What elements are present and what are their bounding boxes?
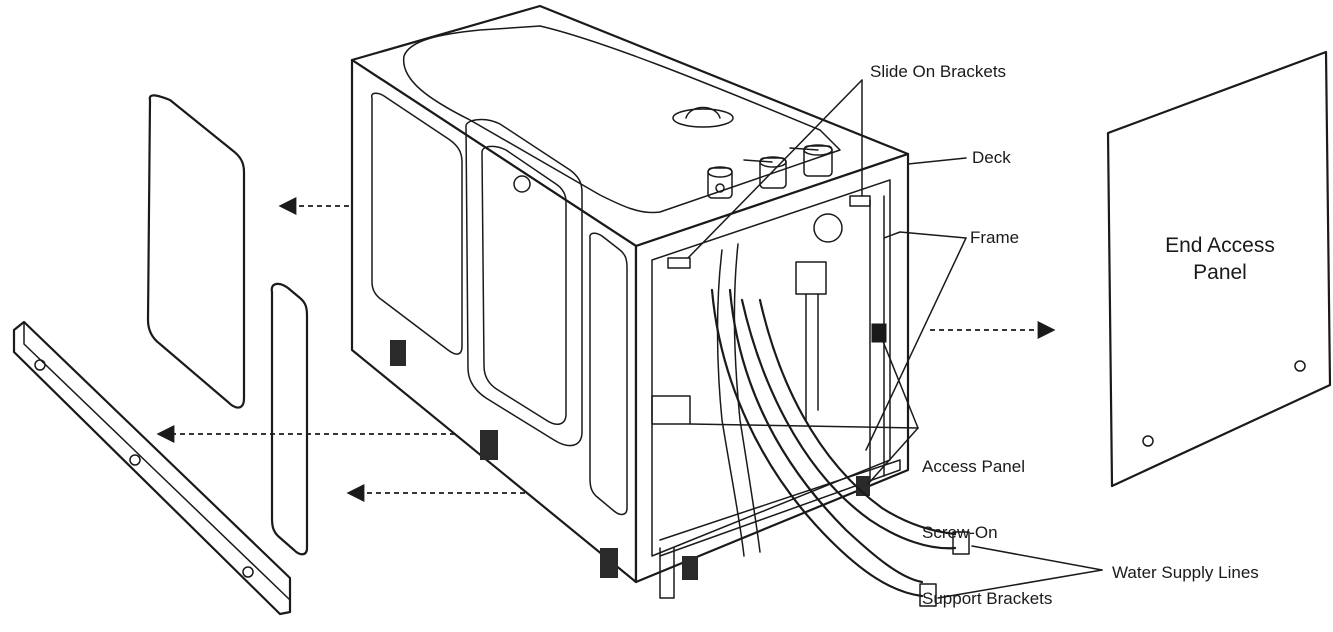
- label-end-access-panel-line1: End Access: [1165, 234, 1275, 257]
- label-slide-on-brackets: Slide On Brackets: [870, 62, 1007, 81]
- label-frame: Frame: [970, 228, 1020, 247]
- label-support-brackets-line2: Screw-On: [922, 523, 998, 542]
- front-access-panel-narrow: [270, 282, 309, 556]
- label-deck: Deck: [972, 148, 1011, 167]
- slide-on-bracket-left: [667, 257, 691, 269]
- diagram-drawing: [12, 4, 1332, 616]
- water-supply-fitting-2: [919, 583, 937, 607]
- access-panel-support-bracket-right: [871, 323, 887, 343]
- toe-kick-rail: [12, 320, 292, 616]
- label-water-supply-lines: Water Supply Lines: [1112, 563, 1259, 582]
- tub-foot-3: [600, 548, 618, 578]
- label-support-brackets-line3: Support Brackets: [922, 589, 1053, 608]
- label-support-brackets: Access Panel Screw-On Support Brackets: [922, 412, 1052, 632]
- access-panel-support-bracket-left: [651, 395, 691, 425]
- label-end-access-panel: End Access Panel: [1150, 232, 1290, 286]
- water-supply-fitting-1: [952, 531, 970, 555]
- water-supply-hoses: [710, 288, 970, 607]
- label-support-brackets-line1: Access Panel: [922, 457, 1025, 476]
- faucet-valve-3: [789, 144, 833, 177]
- faucet-valve-2: [743, 156, 787, 189]
- end-access-panel: [1106, 50, 1332, 488]
- tub-foot-4: [682, 556, 698, 580]
- front-access-panel-large: [146, 94, 246, 409]
- tub-foot-2: [480, 430, 498, 460]
- leader-lines: [687, 79, 1103, 599]
- tub-foot-5: [856, 476, 870, 496]
- tub-foot-1: [390, 340, 406, 366]
- walk-in-tub: [350, 4, 910, 599]
- label-end-access-panel-line2: Panel: [1193, 261, 1247, 284]
- faucet-valve-1: [707, 166, 733, 199]
- walk-in-tub-exploded-diagram: Slide On Brackets Deck Frame End Access …: [12, 4, 1332, 616]
